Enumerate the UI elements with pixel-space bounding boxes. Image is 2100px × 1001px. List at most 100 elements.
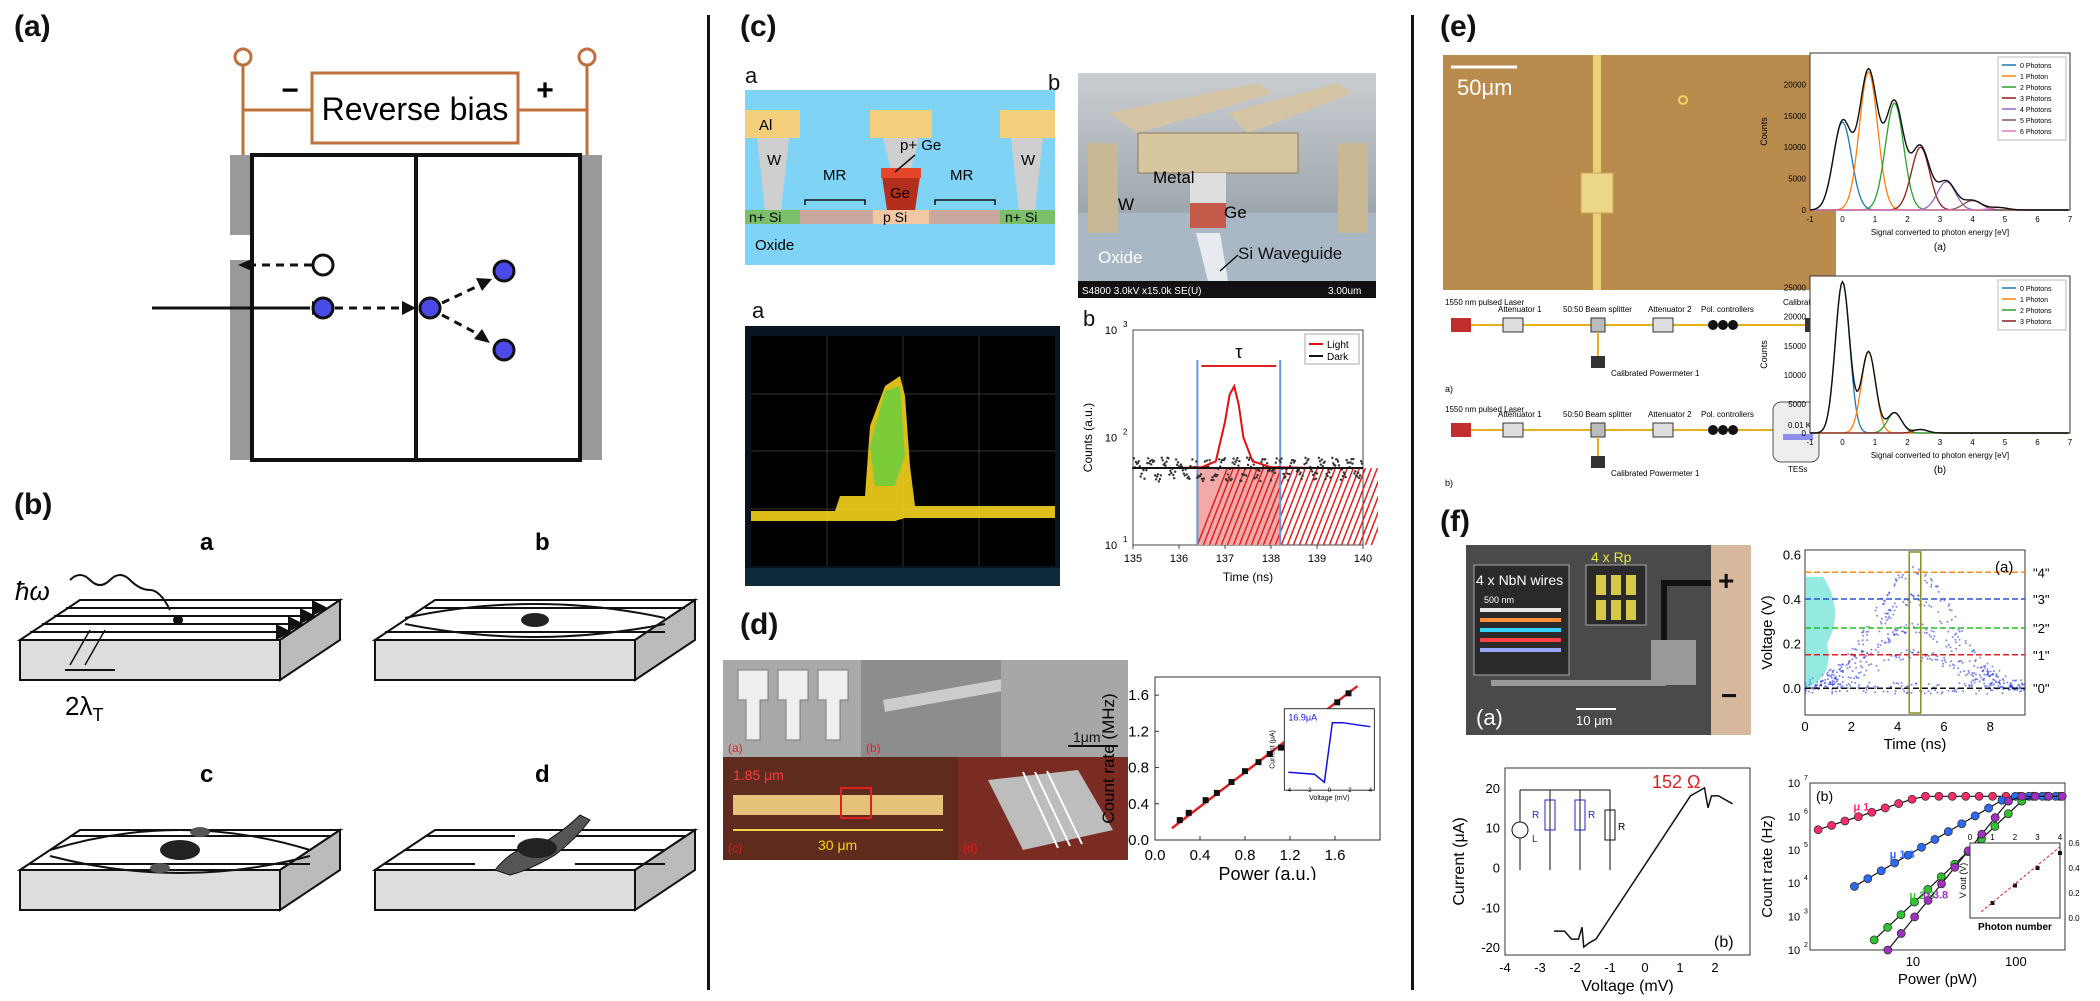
trace-point — [1923, 574, 1926, 577]
photon-label: ħω — [15, 576, 50, 606]
slab-a-label: a — [200, 529, 214, 556]
trace-point — [1986, 692, 1989, 695]
nbn-rp-label: 4 x Rp — [1591, 549, 1632, 565]
trace-point — [1879, 644, 1882, 647]
x-tick-label: 0.0 — [1145, 847, 1166, 864]
trace-point — [1878, 630, 1881, 633]
noise-point — [1329, 476, 1332, 479]
noise-point — [1321, 465, 1324, 468]
noise-point — [1167, 457, 1170, 460]
trace-point — [1942, 662, 1945, 665]
trace-point — [1880, 622, 1883, 625]
trace-point — [1903, 690, 1906, 693]
legend-label: 0 Photons — [2020, 63, 2052, 70]
noise-point — [1149, 459, 1152, 463]
x-tick-label: 1 — [1676, 960, 1683, 975]
setup-a-laser: 1550 nm pulsed Laser — [1445, 298, 1525, 307]
noise-point — [1245, 456, 1249, 459]
width-main: 2λ — [65, 691, 92, 721]
trace-point — [1886, 690, 1889, 693]
noise-point — [1275, 457, 1278, 460]
x-tick-label: 0 — [1840, 438, 1845, 447]
y-tick-label: 10 — [1105, 540, 1117, 552]
noise-point — [1265, 461, 1269, 465]
trace-point — [1964, 674, 1967, 677]
panel-c-sub-b-bottom: b — [1083, 306, 1096, 331]
trace-point — [1870, 648, 1873, 651]
noise-point — [1324, 477, 1327, 481]
trace-point — [1936, 655, 1939, 658]
y-tick-label: 0.0 — [1783, 681, 1801, 696]
label-li: L — [1532, 834, 1538, 845]
trace-point — [1893, 609, 1896, 612]
histogram-fill — [1805, 576, 1836, 689]
y-tick-label: 20 — [1486, 781, 1500, 796]
noise-point — [1350, 457, 1353, 461]
inset-y-tick: 0.2 — [2068, 889, 2080, 898]
trace-point — [1820, 680, 1823, 683]
trace-point — [1815, 683, 1818, 686]
y-axis-label: Counts — [1759, 117, 1769, 146]
setup-b-tes: TESs — [1788, 465, 1808, 474]
trace-point — [1957, 660, 1960, 663]
trace-point — [1911, 622, 1914, 625]
trace-point — [1979, 656, 1982, 659]
trace-point — [1883, 641, 1886, 644]
x-tick-label: -1 — [1806, 215, 1814, 224]
trace-point — [1946, 620, 1949, 623]
trace-point — [1930, 579, 1933, 582]
micro-label-c: (c) — [728, 841, 742, 855]
trace-point — [1911, 566, 1914, 569]
trace-point — [2011, 685, 2014, 688]
trace-point — [1861, 650, 1864, 653]
trace-point — [1975, 692, 1978, 695]
trace-point — [1952, 667, 1955, 670]
noise-point — [1305, 461, 1308, 465]
trace-point — [1991, 665, 1994, 668]
bias-label: Reverse bias — [322, 91, 509, 127]
trace-point — [1853, 677, 1856, 680]
trace-point — [1811, 691, 1814, 694]
y-tick-label: 10 — [1788, 845, 1800, 857]
y-tick-exp: 2 — [1123, 428, 1128, 437]
trace-point — [1930, 635, 1933, 638]
slab-d — [371, 814, 699, 912]
trace-point — [1866, 633, 1869, 636]
trace-point — [1963, 682, 1966, 685]
trace-point — [2020, 679, 2023, 682]
trace-point — [1930, 585, 1933, 588]
trace-point — [1989, 670, 1992, 673]
trace-point — [1981, 670, 1984, 673]
trace-point — [1893, 628, 1896, 631]
trace-point — [1863, 674, 1866, 677]
noise-point — [1323, 460, 1326, 463]
column-divider-left — [707, 15, 710, 990]
x-tick-label: 7 — [2068, 438, 2073, 447]
inset-current-label: 16.9μA — [1288, 713, 1317, 723]
trace-point — [1973, 651, 1976, 654]
trace-point — [1870, 663, 1873, 666]
trace-point — [1832, 669, 1835, 672]
trace-point — [1936, 585, 1939, 588]
noise-point — [1150, 463, 1153, 466]
noise-point — [1202, 477, 1206, 480]
trace-point — [1934, 585, 1937, 588]
x-axis-label: Voltage (mV) — [1581, 978, 1673, 995]
cs-pge: p+ Ge — [900, 137, 941, 154]
trace-point — [1906, 691, 1909, 694]
trace-point — [1992, 670, 1995, 673]
hatch-line — [1286, 467, 1319, 546]
data-point — [1827, 820, 1836, 830]
trace-point — [1824, 681, 1827, 684]
trace-point — [1831, 690, 1834, 693]
noise-point — [1154, 478, 1158, 481]
trace-point — [2010, 683, 2013, 686]
trace-point — [1903, 631, 1906, 634]
x-tick-label: 1 — [1873, 215, 1878, 224]
trace-point — [1915, 631, 1918, 634]
y-tick-label: 0.0 — [1128, 832, 1149, 849]
noise-point — [1219, 465, 1222, 468]
trace-point — [1945, 645, 1948, 648]
noise-point — [1233, 462, 1236, 466]
width-label: 2λT — [65, 691, 103, 725]
